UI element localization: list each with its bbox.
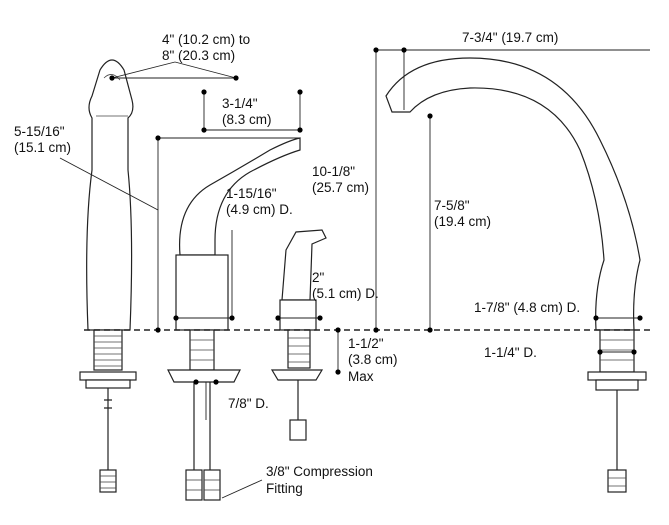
- spray-diameter-label-line1: 2": [312, 270, 325, 285]
- spout-base-diameter-label: 1-7/8" (4.8 cm) D.: [474, 300, 580, 315]
- spout-height-label-line1: 10-1/8": [312, 164, 355, 179]
- max-deck-label-line1: 1-1/2": [348, 336, 384, 351]
- side-handle-drawing: [79, 59, 137, 493]
- spout-clearance-label-line1: 7-5/8": [434, 198, 470, 213]
- handle-diameter-label-line2: (4.9 cm) D.: [226, 202, 293, 217]
- spread-label-line2: 8" (20.3 cm): [162, 48, 235, 63]
- max-deck-label-line2: (3.8 cm): [348, 352, 398, 367]
- dimension-lines: [59, 49, 650, 499]
- max-deck-label-line3: Max: [348, 369, 374, 384]
- spread-label-line1: 4" (10.2 cm) to: [162, 32, 250, 47]
- handle-offset-label-line2: (8.3 cm): [222, 112, 272, 127]
- spout-drawing: [385, 57, 647, 493]
- handle-shank-label: 7/8" D.: [228, 396, 269, 411]
- handle-offset-label-line1: 3-1/4": [222, 96, 258, 111]
- handle-height-label-line1: 5-15/16": [14, 124, 65, 139]
- handle-diameter-label-line1: 1-15/16": [226, 186, 277, 201]
- handle-height-label-line2: (15.1 cm): [14, 140, 71, 155]
- center-handle-drawing: [167, 137, 301, 501]
- spout-clearance-label-line2: (19.4 cm): [434, 214, 491, 229]
- spout-shank-label: 1-1/4" D.: [484, 345, 537, 360]
- spray-diameter-label-line2: (5.1 cm) D.: [312, 286, 379, 301]
- spout-height-label-line2: (25.7 cm): [312, 180, 369, 195]
- side-handle-threads: [94, 335, 122, 367]
- fitting-label-line2: Fitting: [266, 481, 303, 496]
- dimension-dots: [109, 47, 643, 385]
- side-spray-drawing: [270, 229, 327, 441]
- spout-reach-label: 7-3/4" (19.7 cm): [462, 30, 558, 45]
- fitting-label-line1: 3/8" Compression: [266, 464, 373, 479]
